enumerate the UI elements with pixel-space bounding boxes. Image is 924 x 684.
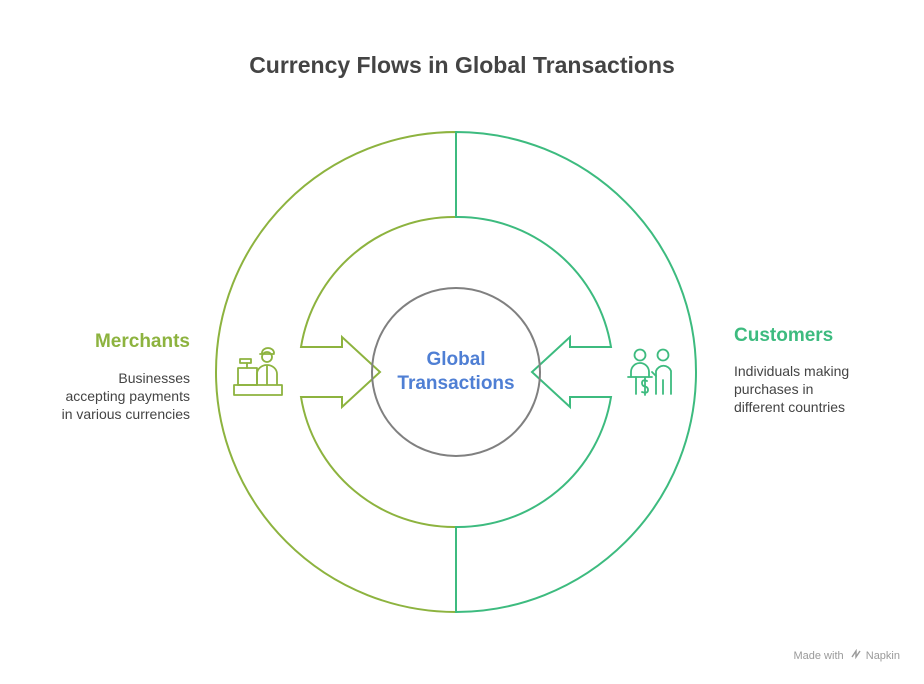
merchants-description: Businesses accepting payments in various… xyxy=(0,369,190,423)
customers-title: Customers xyxy=(734,325,834,346)
made-with-napkin-footer: Made with Napkin xyxy=(793,648,900,662)
diagram-title: Currency Flows in Global Transactions xyxy=(249,52,675,78)
merchants-ring-segment xyxy=(215,130,457,614)
customers-ring-segment xyxy=(455,130,697,614)
customers-description: Individuals making purchases in differen… xyxy=(734,362,894,416)
merchants-desc-line: in various currencies xyxy=(61,406,190,422)
center-label-line-2: Transactions xyxy=(397,373,515,394)
merchants-desc-line: Businesses xyxy=(118,370,190,386)
napkin-brand-text: Napkin xyxy=(865,650,900,662)
customers-desc-line: purchases in xyxy=(734,381,814,397)
cashier-icon xyxy=(233,347,283,396)
customers-desc-line: Individuals making xyxy=(734,363,850,379)
center-label: Global Transactions xyxy=(376,348,536,396)
napkin-logo-icon xyxy=(851,648,861,662)
center-circle xyxy=(371,287,541,457)
made-with-text: Made with xyxy=(793,650,844,662)
merchants-title: Merchants xyxy=(94,331,190,352)
merchants-desc-line: accepting payments xyxy=(65,388,190,404)
customers-payment-icon xyxy=(627,348,672,396)
center-label-line-1: Global xyxy=(426,349,486,370)
customers-desc-line: different countries xyxy=(734,399,846,415)
